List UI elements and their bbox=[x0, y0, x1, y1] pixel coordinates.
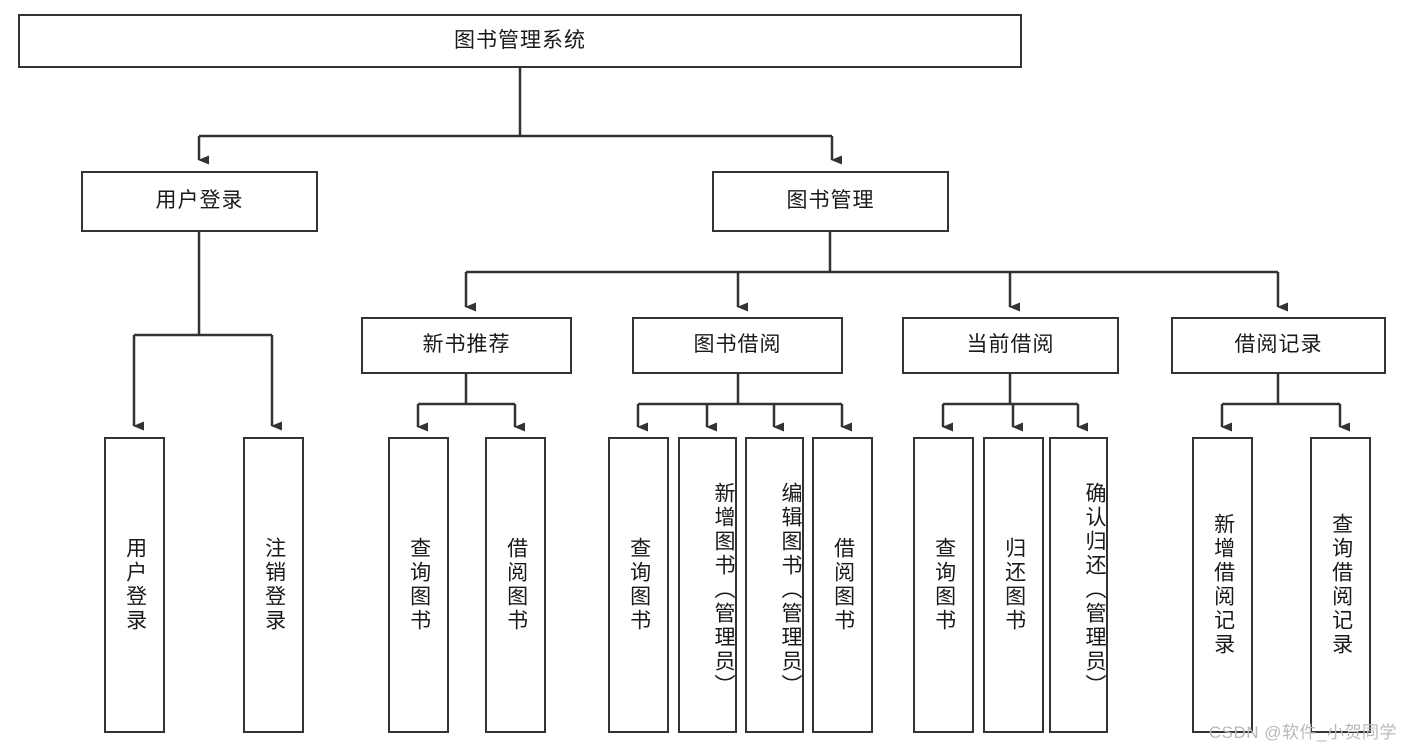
node-leaf-rec-borrow-label: 借阅图书 bbox=[504, 537, 528, 633]
node-leaf-borrow-add[interactable]: 新增图书（管理员） bbox=[678, 437, 737, 733]
node-leaf-rec-borrow[interactable]: 借阅图书 bbox=[485, 437, 546, 733]
node-leaf-borrow-query-label: 查询图书 bbox=[627, 537, 651, 633]
node-leaf-borrow-query[interactable]: 查询图书 bbox=[608, 437, 669, 733]
node-leaf-rec-add-label: 新增借阅记录 bbox=[1211, 513, 1235, 657]
node-leaf-user-login-label: 用户登录 bbox=[123, 537, 147, 633]
node-borrow-record-label: 借阅记录 bbox=[1234, 333, 1323, 357]
node-leaf-borrow-edit[interactable]: 编辑图书（管理员） bbox=[745, 437, 804, 733]
node-new-book-rec-label: 新书推荐 bbox=[422, 333, 511, 357]
node-leaf-rec-search-label: 查询借阅记录 bbox=[1329, 513, 1353, 657]
node-leaf-cur-confirm[interactable]: 确认归还（管理员） bbox=[1049, 437, 1108, 733]
node-leaf-cur-return-label: 归还图书 bbox=[1002, 537, 1026, 633]
node-leaf-borrow-edit-label: 编辑图书（管理员） bbox=[779, 482, 802, 698]
watermark: CSDN @软件_小贺同学 bbox=[1208, 723, 1397, 742]
node-root-label: 图书管理系统 bbox=[454, 28, 586, 52]
node-current-borrow[interactable]: 当前借阅 bbox=[902, 317, 1119, 374]
node-leaf-user-logout-label: 注销登录 bbox=[262, 537, 286, 633]
node-current-borrow-label: 当前借阅 bbox=[966, 333, 1055, 357]
node-leaf-borrow-lend-label: 借阅图书 bbox=[831, 537, 855, 633]
node-leaf-cur-confirm-label: 确认归还（管理员） bbox=[1083, 482, 1106, 698]
node-new-book-rec[interactable]: 新书推荐 bbox=[361, 317, 572, 374]
node-leaf-borrow-add-label: 新增图书（管理员） bbox=[712, 482, 735, 698]
node-leaf-user-login[interactable]: 用户登录 bbox=[104, 437, 165, 733]
node-leaf-borrow-lend[interactable]: 借阅图书 bbox=[812, 437, 873, 733]
node-borrow-record[interactable]: 借阅记录 bbox=[1171, 317, 1386, 374]
node-leaf-cur-return[interactable]: 归还图书 bbox=[983, 437, 1044, 733]
node-leaf-cur-query-label: 查询图书 bbox=[932, 537, 956, 633]
node-book-manage-label: 图书管理 bbox=[786, 189, 875, 213]
node-root[interactable]: 图书管理系统 bbox=[18, 14, 1022, 68]
node-leaf-cur-query[interactable]: 查询图书 bbox=[913, 437, 974, 733]
node-user-login[interactable]: 用户登录 bbox=[81, 171, 318, 232]
node-book-manage[interactable]: 图书管理 bbox=[712, 171, 949, 232]
node-book-borrow[interactable]: 图书借阅 bbox=[632, 317, 843, 374]
node-leaf-rec-search[interactable]: 查询借阅记录 bbox=[1310, 437, 1371, 733]
node-leaf-user-logout[interactable]: 注销登录 bbox=[243, 437, 304, 733]
node-leaf-rec-query-label: 查询图书 bbox=[407, 537, 431, 633]
node-book-borrow-label: 图书借阅 bbox=[693, 333, 782, 357]
node-leaf-rec-query[interactable]: 查询图书 bbox=[388, 437, 449, 733]
node-leaf-rec-add[interactable]: 新增借阅记录 bbox=[1192, 437, 1253, 733]
node-user-login-label: 用户登录 bbox=[155, 189, 244, 213]
